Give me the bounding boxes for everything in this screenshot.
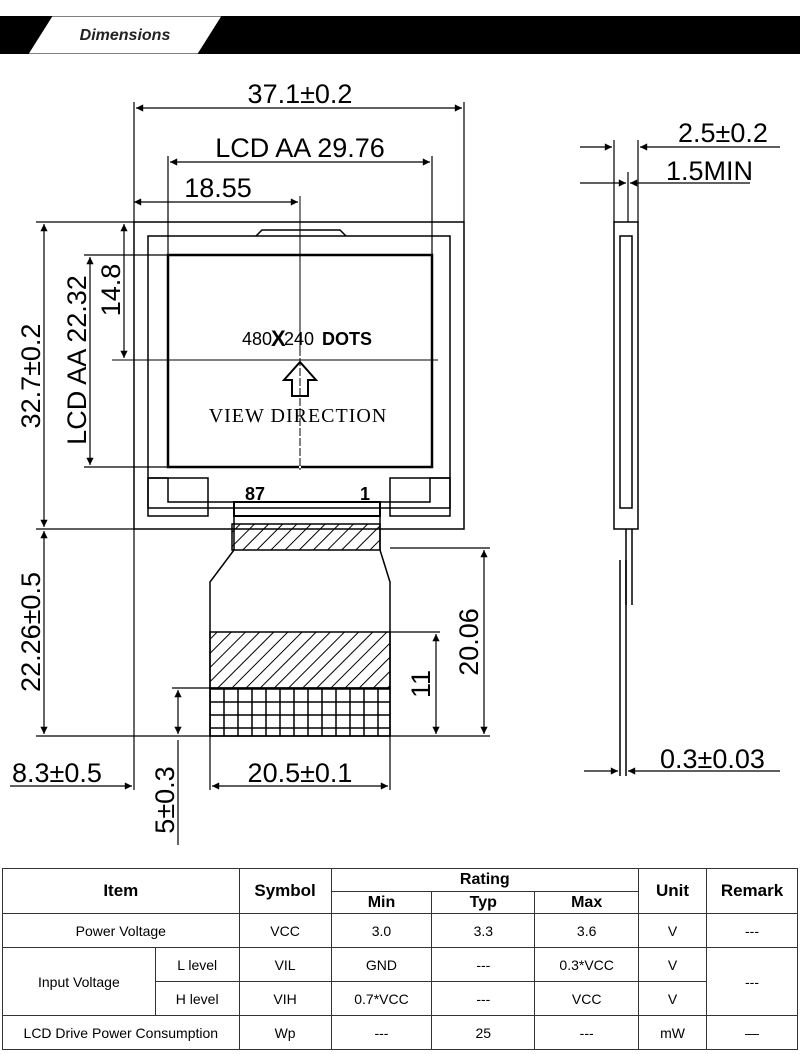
cell-min: 0.7*VCC	[330, 981, 433, 1016]
bezel-outline	[147, 235, 451, 509]
dim-lcd-aa-height: LCD AA 22.32	[62, 275, 92, 445]
table-row: LCD Drive Power Consumption Wp --- 25 --…	[2, 1015, 798, 1050]
cell-item: Input Voltage	[2, 947, 156, 1016]
header-bar-shape	[0, 16, 800, 54]
resolution-prefix: 480	[242, 329, 272, 349]
cell-remark: ---	[706, 913, 798, 948]
stiffener-hatch	[209, 631, 391, 689]
fpc-contacts	[209, 687, 391, 737]
dim-fpc-bend-length: 20.06	[454, 608, 484, 676]
fpc-hatch-top	[231, 523, 381, 551]
cell-level: L level	[154, 947, 240, 982]
cell-max: 0.3*VCC	[534, 947, 640, 982]
cell-typ: 25	[431, 1015, 536, 1050]
dim-fpc-offset: 8.3±0.5	[12, 758, 102, 788]
cell-unit: V	[638, 981, 707, 1016]
dim-thickness: 2.5±0.2	[678, 118, 768, 148]
header-bar	[0, 16, 800, 54]
header-min: Min	[330, 891, 433, 914]
header-symbol: Symbol	[238, 868, 332, 914]
dim-fpc-thickness: 0.3±0.03	[660, 744, 765, 774]
cell-typ: 3.3	[431, 913, 536, 948]
header-unit: Unit	[638, 868, 707, 914]
view-direction-arrow	[281, 360, 319, 397]
header-typ: Typ	[431, 891, 536, 914]
table-row: Input Voltage L level VIL GND --- 0.3*VC…	[2, 947, 798, 1016]
dim-overall-width: 37.1±0.2	[248, 79, 353, 109]
cell-typ: ---	[431, 981, 536, 1016]
cell-remark: —	[706, 1015, 798, 1050]
table-row: Power Voltage VCC 3.0 3.3 3.6 V ---	[2, 913, 798, 948]
cell-max: VCC	[534, 981, 640, 1016]
cell-symbol: VCC	[238, 913, 332, 948]
cell-unit: V	[638, 947, 707, 982]
cell-remark: ---	[706, 947, 798, 1016]
cell-symbol: Wp	[238, 1015, 332, 1050]
header-rating: Rating	[330, 868, 640, 892]
cell-max: 3.6	[534, 913, 640, 948]
spec-table: Item Symbol Rating Unit Remark Min Typ M…	[2, 868, 798, 1050]
top-tab	[255, 229, 347, 237]
cell-unit: mW	[638, 1015, 707, 1050]
cell-min: ---	[330, 1015, 433, 1050]
dimension-drawing: 37.1±0.2 LCD AA 29.76 18.55 32.7±0.2 LCD…	[10, 79, 780, 845]
cell-min: GND	[330, 947, 433, 982]
cell-item: LCD Drive Power Consumption	[2, 1015, 240, 1050]
header-max: Max	[534, 891, 640, 914]
side-view	[580, 140, 780, 776]
cell-min: 3.0	[330, 913, 433, 948]
header-item: Item	[2, 868, 240, 914]
cell-typ: ---	[431, 947, 536, 982]
cell-symbol: VIH	[238, 981, 332, 1016]
pin-label-left: 87	[245, 484, 265, 504]
cell-symbol: VIL	[238, 947, 332, 982]
resolution-x: X	[271, 326, 286, 351]
bottom-ledge	[148, 477, 450, 503]
dim-center-x: 18.55	[184, 173, 252, 203]
dim-fpc-width: 20.5±0.1	[248, 758, 353, 788]
resolution-mid: 240	[284, 329, 314, 349]
dim-fpc-length: 22.26±0.5	[16, 572, 46, 692]
dim-overall-height: 32.7±0.2	[16, 324, 46, 429]
dim-fpc-end: 5±0.3	[150, 766, 180, 833]
table-row: H level VIH 0.7*VCC --- VCC V	[3, 981, 798, 1016]
module-outline	[133, 221, 465, 530]
cell-item: Power Voltage	[2, 913, 240, 948]
pin-label-right: 1	[360, 484, 370, 504]
dim-lcd-aa-width: LCD AA 29.76	[215, 133, 385, 163]
section-title: Dimensions	[79, 27, 171, 44]
cell-level: H level	[154, 981, 240, 1016]
resolution-suffix: DOTS	[322, 329, 372, 349]
dim-thickness-min: 1.5MIN	[666, 156, 753, 186]
view-direction-label: VIEW DIRECTION	[209, 405, 388, 427]
dim-stiffener: 11	[406, 670, 436, 698]
dim-center-y: 14.8	[96, 264, 126, 317]
header-remark: Remark	[706, 868, 798, 914]
cell-max: ---	[534, 1015, 640, 1050]
cell-unit: V	[638, 913, 707, 948]
